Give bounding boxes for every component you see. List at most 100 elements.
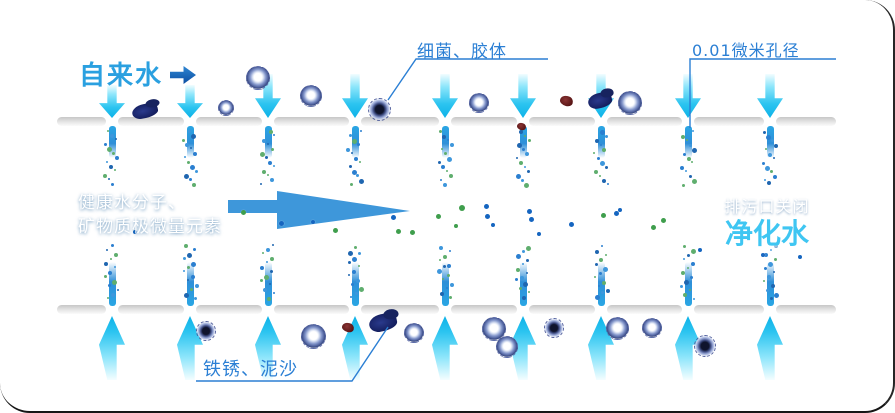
stream-particle — [190, 134, 196, 140]
stream-particle — [259, 151, 265, 157]
stream-particle — [350, 283, 354, 287]
mineral-dot — [435, 213, 441, 219]
tap-water-arrow-icon — [170, 66, 196, 84]
stream-particle — [518, 286, 522, 290]
pore-connector — [766, 126, 774, 158]
stream-particle — [115, 156, 120, 161]
stream-particle — [346, 147, 351, 152]
stream-particle — [685, 139, 688, 142]
pore-connector — [264, 262, 272, 306]
stream-particle — [691, 249, 697, 255]
pore-connector — [264, 126, 272, 158]
stream-particle — [103, 275, 107, 279]
stream-particle — [358, 252, 362, 256]
stream-particle — [444, 152, 448, 156]
membrane-top-segment — [196, 117, 262, 126]
stream-particle — [264, 156, 268, 160]
stream-particle — [259, 278, 263, 282]
stream-particle — [605, 289, 610, 294]
pore-connector — [186, 262, 194, 306]
particle-colloid — [300, 323, 326, 349]
membrane-bottom-segment — [57, 305, 106, 314]
stream-particle — [680, 134, 685, 139]
pore-size-label: 0.01微米孔径 — [692, 41, 800, 60]
stream-particle — [766, 288, 770, 292]
stream-particle — [692, 130, 695, 133]
stream-particle — [682, 258, 685, 261]
particle-colloid — [469, 93, 489, 113]
stream-particle — [525, 272, 528, 275]
particle-colloid — [246, 66, 270, 90]
stream-particle — [693, 297, 696, 300]
stream-particle — [765, 165, 771, 171]
stream-particle — [601, 290, 605, 294]
stream-particle — [183, 243, 188, 248]
membrane-top-segment — [361, 117, 439, 126]
stream-particle — [359, 129, 362, 132]
stream-particle — [767, 262, 773, 268]
stream-particle — [516, 174, 522, 180]
stream-particle — [442, 278, 444, 281]
stream-particle — [449, 143, 454, 148]
tap-water-label: 自来水 — [79, 61, 164, 91]
stream-particle — [194, 169, 198, 173]
stream-particle — [773, 257, 777, 261]
stream-particle — [438, 161, 442, 165]
stream-particle — [680, 165, 685, 170]
stream-particle — [441, 165, 446, 170]
stream-particle — [184, 143, 189, 147]
stream-particle — [604, 165, 608, 169]
stream-particle — [183, 257, 187, 261]
stream-particle — [600, 130, 606, 136]
membrane-bottom-segment — [274, 305, 349, 314]
stream-particle — [269, 178, 274, 183]
stream-particle — [268, 129, 273, 134]
stream-particle — [266, 261, 269, 264]
stream-particle — [516, 254, 522, 260]
stream-particle — [351, 169, 357, 175]
stream-particle — [763, 266, 767, 270]
stream-particle — [114, 138, 117, 141]
filter-arrow-down-icon — [342, 74, 368, 118]
stream-particle — [349, 134, 353, 138]
mineral-dot — [528, 216, 534, 222]
particle-colloid — [618, 91, 642, 115]
stream-particle — [106, 129, 109, 132]
stream-particle — [594, 262, 598, 266]
stream-particle — [187, 266, 191, 270]
stream-particle — [689, 143, 693, 147]
mineral-dot — [240, 209, 246, 215]
stream-particle — [107, 284, 111, 288]
stream-particle — [446, 273, 450, 277]
stream-particle — [354, 156, 359, 161]
stream-particle — [521, 147, 525, 151]
filter-arrow-down-icon — [177, 85, 203, 118]
stream-particle — [519, 130, 524, 135]
stream-particle — [106, 248, 109, 251]
stream-particle — [111, 182, 115, 186]
membrane-top-segment — [451, 117, 517, 126]
stream-particle — [357, 265, 360, 268]
stream-particle — [774, 244, 779, 249]
mineral-dot — [618, 208, 622, 212]
stream-particle — [773, 270, 775, 273]
stream-particle — [109, 164, 114, 169]
stream-particle — [183, 173, 189, 179]
stream-particle — [445, 287, 448, 290]
stream-particle — [266, 296, 271, 301]
stream-particle — [114, 253, 119, 258]
stream-particle — [114, 266, 117, 269]
mineral-dot — [332, 227, 338, 233]
stream-particle — [767, 180, 772, 185]
stream-particle — [692, 148, 698, 154]
stream-particle — [356, 174, 360, 178]
stream-particle — [114, 169, 117, 172]
stream-particle — [598, 271, 602, 275]
stream-particle — [260, 265, 265, 270]
stream-particle — [770, 284, 775, 289]
mineral-dot — [650, 224, 656, 230]
stream-particle — [523, 183, 529, 189]
stream-particle — [449, 282, 454, 287]
mineral-dot — [484, 213, 490, 219]
mineral-dot — [409, 229, 415, 235]
